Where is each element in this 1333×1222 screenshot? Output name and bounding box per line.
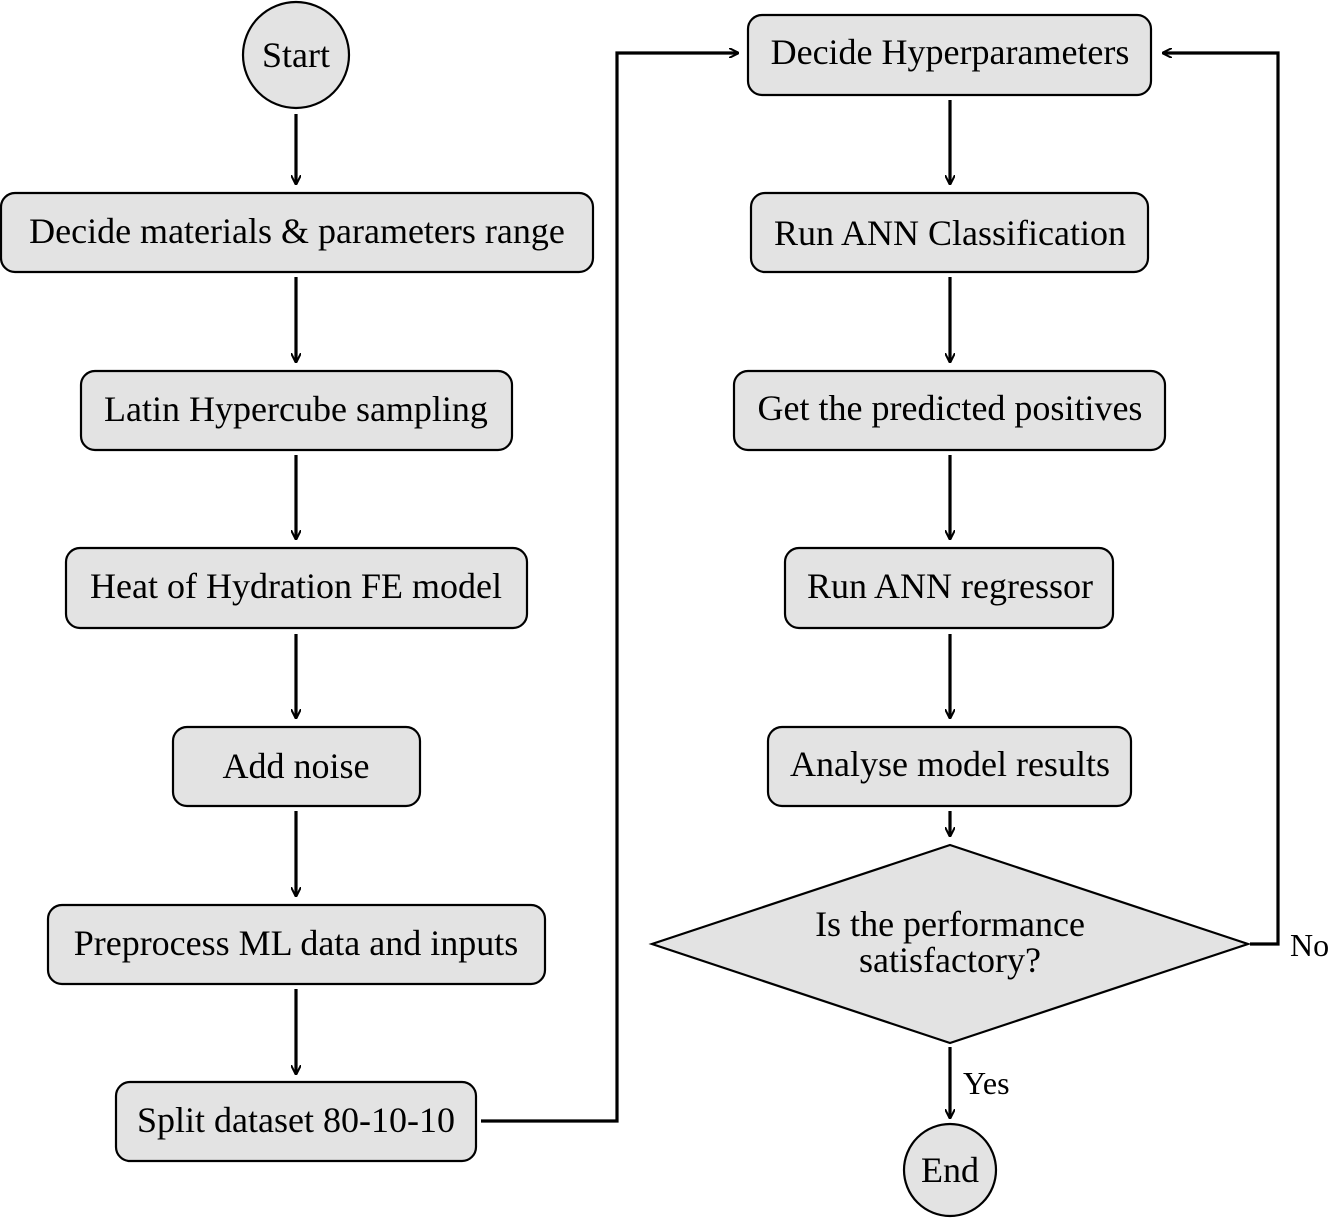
node-add-noise: Add noise (171, 725, 422, 808)
node-latin-hypercube-box (79, 369, 514, 452)
node-decide-materials-box (0, 191, 595, 274)
node-add-noise-box (171, 725, 422, 808)
node-run-classification-box (749, 191, 1150, 274)
edge-split-to-hyperparameters (481, 53, 738, 1123)
start-circle (241, 0, 351, 110)
node-latin-hypercube: Latin Hypercube sampling (79, 369, 514, 452)
node-preprocess-box (46, 903, 547, 986)
end-label: End (921, 1150, 979, 1190)
node-decide-materials-label: Decide materials & parameters range (29, 211, 565, 251)
node-analyse-results: Analyse model results (766, 725, 1133, 808)
node-heat-of-hydration-box (64, 546, 529, 630)
node-predicted-positives-box (732, 369, 1167, 452)
node-preprocess: Preprocess ML data and inputs (46, 903, 547, 986)
decision-label-line1: Is the performance (815, 904, 1085, 944)
edge-decision-no-loop (1163, 53, 1280, 946)
node-analyse-results-box (766, 725, 1133, 808)
node-latin-hypercube-label: Latin Hypercube sampling (104, 389, 488, 429)
node-run-regressor-label: Run ANN regressor (807, 566, 1093, 606)
end-circle (902, 1122, 998, 1218)
node-split-dataset-box (114, 1080, 478, 1163)
decision-label-line2: satisfactory? (859, 940, 1041, 980)
node-run-regressor: Run ANN regressor (783, 546, 1115, 630)
start-label: Start (262, 35, 330, 75)
edges (296, 53, 1280, 1123)
node-split-dataset-label: Split dataset 80-10-10 (137, 1100, 455, 1140)
node-decide-materials: Decide materials & parameters range (0, 191, 595, 274)
node-run-classification-label: Run ANN Classification (774, 213, 1126, 253)
decision-diamond (648, 843, 1252, 1045)
node-heat-of-hydration-label: Heat of Hydration FE model (90, 566, 502, 606)
node-heat-of-hydration: Heat of Hydration FE model (64, 546, 529, 630)
end-node: End (902, 1122, 998, 1218)
node-decide-hyperparameters-label: Decide Hyperparameters (771, 32, 1130, 72)
node-predicted-positives: Get the predicted positives (732, 369, 1167, 452)
node-decide-hyperparameters-box (746, 13, 1153, 97)
node-run-classification: Run ANN Classification (749, 191, 1150, 274)
edge-label-no: No (1290, 927, 1329, 963)
node-split-dataset: Split dataset 80-10-10 (114, 1080, 478, 1163)
edge-label-yes: Yes (963, 1065, 1010, 1101)
decision-node: Is the performance satisfactory? (648, 843, 1252, 1045)
node-add-noise-label: Add noise (223, 746, 370, 786)
node-analyse-results-label: Analyse model results (790, 744, 1110, 784)
node-decide-hyperparameters: Decide Hyperparameters (746, 13, 1153, 97)
node-preprocess-label: Preprocess ML data and inputs (74, 923, 519, 963)
start-node: Start (241, 0, 351, 110)
node-predicted-positives-label: Get the predicted positives (758, 388, 1143, 428)
node-run-regressor-box (783, 546, 1115, 630)
